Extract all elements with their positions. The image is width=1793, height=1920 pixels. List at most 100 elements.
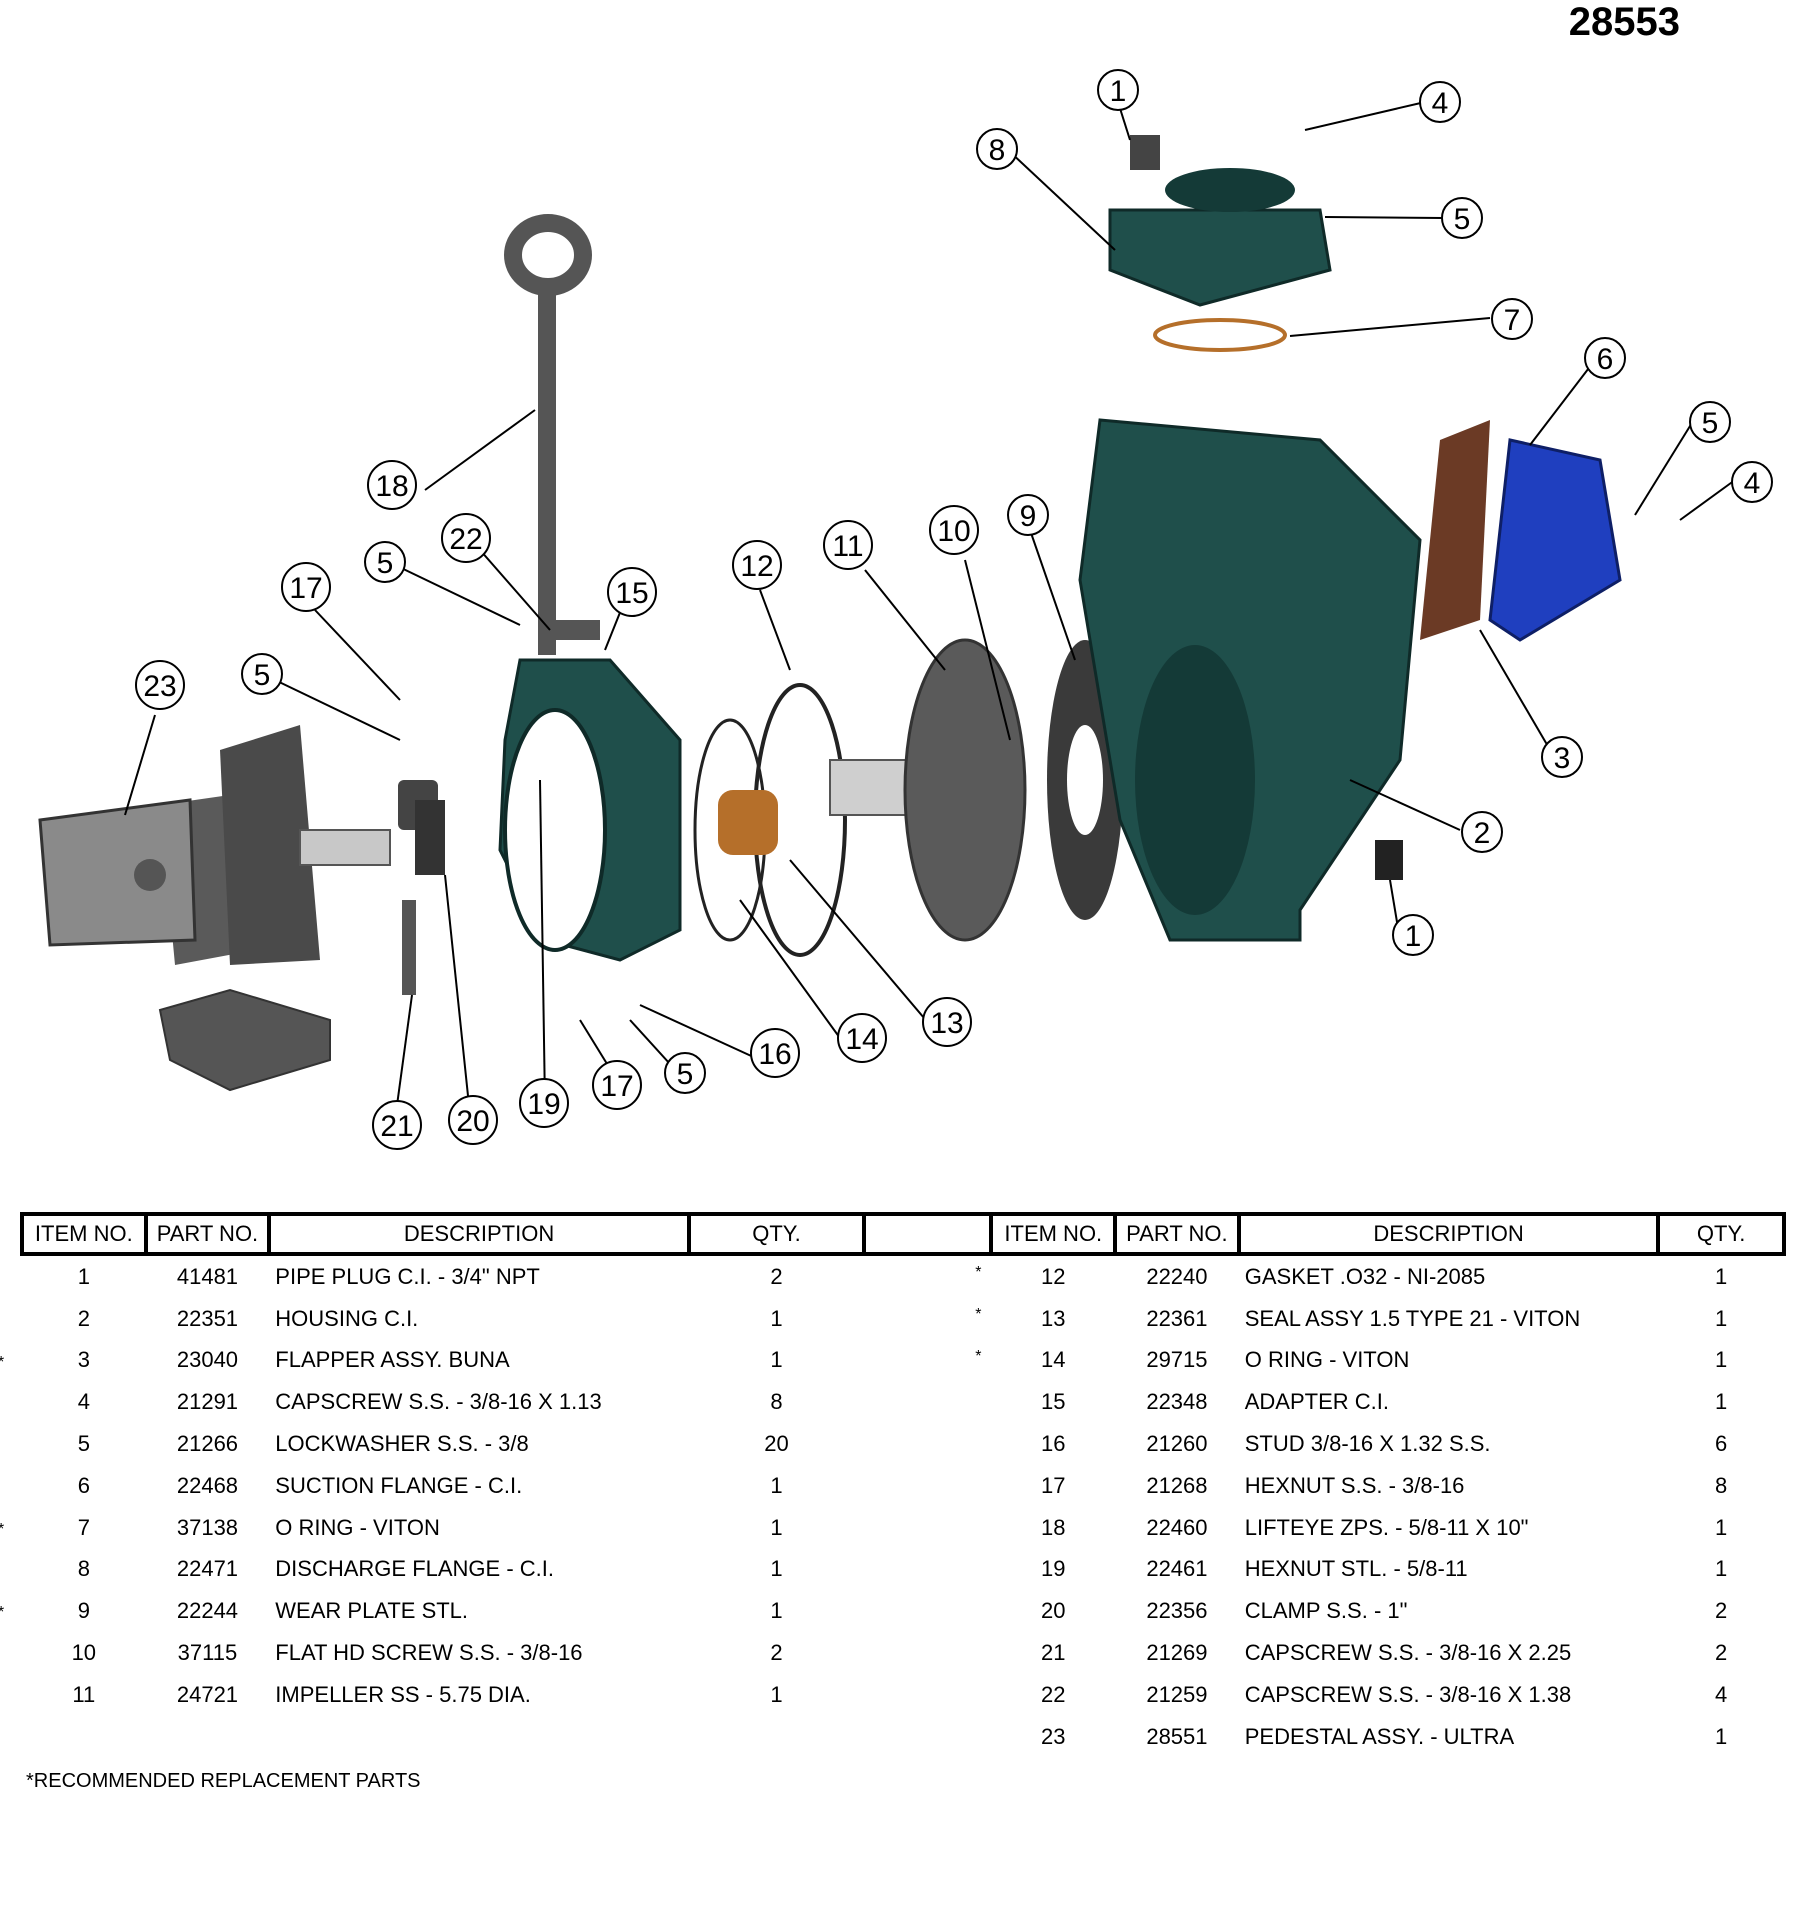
spacer-cell — [864, 1716, 991, 1758]
qty-cell: 2 — [1715, 1598, 1728, 1624]
svg-text:1: 1 — [1405, 920, 1422, 953]
svg-text:5: 5 — [1454, 203, 1471, 236]
part-no-cell: 21260 — [1146, 1431, 1208, 1457]
callout-5-b: 5 — [1689, 401, 1731, 443]
svg-text:11: 11 — [832, 530, 863, 563]
qty-cell: 20 — [764, 1431, 789, 1457]
item-no-cell: 15 — [1041, 1389, 1066, 1415]
item-no: 6 — [77, 1472, 90, 1498]
svg-text:3: 3 — [1554, 742, 1571, 775]
part-no-cell: 29715 — [1146, 1347, 1208, 1373]
table-header-row: ITEM NO. PART NO. DESCRIPTION QTY. ITEM … — [20, 1212, 1786, 1256]
part-no-cell: 24721 — [176, 1681, 239, 1707]
svg-text:4: 4 — [1432, 87, 1449, 120]
item-no: 2 — [77, 1305, 90, 1331]
item-no: 5 — [77, 1431, 90, 1457]
item-no-cell: 10 — [22, 1632, 146, 1674]
svg-text:17: 17 — [600, 1070, 633, 1103]
item-no: 7 — [77, 1514, 90, 1540]
part-no-cell: 28551 — [1146, 1723, 1208, 1749]
capscrew — [402, 900, 416, 995]
qty-cell: 2 — [770, 1263, 783, 1289]
qty-cell — [689, 1716, 864, 1758]
description-cell: PEDESTAL ASSY. - ULTRA — [1244, 1723, 1515, 1749]
lifteye — [504, 214, 592, 655]
header-spacer — [862, 1212, 994, 1256]
part-no-cell: 21266 — [176, 1431, 239, 1457]
svg-text:1: 1 — [1110, 75, 1127, 108]
item-no-cell: 18 — [1041, 1514, 1066, 1540]
svg-text:12: 12 — [740, 550, 773, 583]
svg-text:6: 6 — [1597, 343, 1614, 376]
svg-text:5: 5 — [677, 1058, 694, 1091]
pedestal-assembly — [38, 725, 391, 1092]
callout-19: 19 — [519, 1078, 569, 1128]
description-cell: IMPELLER SS - 5.75 DIA. — [275, 1681, 531, 1707]
item-no: 4 — [77, 1389, 90, 1415]
suction-flange — [1420, 420, 1622, 642]
replacement-star: * — [975, 1347, 982, 1365]
item-no: 11 — [72, 1681, 96, 1707]
svg-text:15: 15 — [615, 577, 648, 610]
svg-text:4: 4 — [1744, 467, 1761, 500]
part-no-cell: 22240 — [1146, 1263, 1208, 1289]
item-no-cell: 5 — [22, 1423, 146, 1465]
svg-text:8: 8 — [989, 134, 1006, 167]
item-no-cell: 23 — [1041, 1723, 1066, 1749]
description-cell: FLAT HD SCREW S.S. - 3/8-16 — [275, 1640, 583, 1666]
description-cell: CLAMP S.S. - 1" — [1244, 1598, 1408, 1624]
impeller — [829, 638, 1027, 942]
item-no-cell: 1 — [22, 1254, 146, 1298]
qty-cell: 1 — [770, 1514, 783, 1540]
part-no-cell: 22361 — [1146, 1305, 1208, 1331]
qty-cell: 1 — [770, 1598, 783, 1624]
callout-10: 10 — [929, 505, 979, 555]
pipe-plug — [1375, 840, 1403, 880]
description-cell: HEXNUT S.S. - 3/8-16 — [1244, 1472, 1465, 1498]
callout-13: 13 — [922, 997, 972, 1047]
qty-cell: 6 — [1715, 1431, 1728, 1457]
qty-cell: 1 — [770, 1305, 783, 1331]
description-cell: HEXNUT STL. - 5/8-11 — [1244, 1556, 1468, 1582]
item-no-cell: 13 — [1041, 1305, 1066, 1331]
header-description-right: DESCRIPTION — [1236, 1212, 1661, 1256]
item-no-cell: *9 — [0, 1590, 146, 1632]
header-item-no-right: ITEM NO. — [989, 1212, 1118, 1256]
description-cell: STUD 3/8-16 X 1.32 S.S. — [1244, 1431, 1491, 1457]
qty-cell: 1 — [1715, 1263, 1728, 1289]
spacer-cell — [864, 1674, 991, 1716]
qty-cell: 2 — [1715, 1640, 1728, 1666]
part-no-cell: 41481 — [176, 1263, 239, 1289]
description-cell: SUCTION FLANGE - C.I. — [275, 1472, 523, 1498]
description-cell: CAPSCREW S.S. - 3/8-16 X 2.25 — [1244, 1640, 1572, 1666]
part-no-cell: 22461 — [1146, 1556, 1208, 1582]
callouts: 1 2 3 4 4 5 5 5 5 5 6 7 8 9 10 11 12 13 … — [135, 69, 1773, 1150]
part-no-cell: 21268 — [1146, 1472, 1208, 1498]
housing — [1078, 418, 1422, 942]
qty-cell: 8 — [1715, 1472, 1728, 1498]
seal-assembly — [718, 790, 778, 855]
svg-text:14: 14 — [845, 1023, 878, 1056]
item-no-cell: 20 — [1041, 1598, 1066, 1624]
svg-text:23: 23 — [143, 670, 176, 703]
part-no-cell: 22356 — [1146, 1598, 1208, 1624]
callout-9: 9 — [1007, 494, 1049, 536]
description-cell: WEAR PLATE STL. — [275, 1598, 469, 1624]
spacer-cell: * — [864, 1254, 991, 1298]
svg-text:5: 5 — [254, 659, 271, 692]
replacement-star: * — [0, 1521, 4, 1539]
item-no-cell: 12 — [1041, 1263, 1066, 1289]
leader-lines — [124, 101, 1736, 1121]
item-no: 3 — [77, 1347, 90, 1373]
qty-cell: 1 — [1715, 1305, 1728, 1331]
pipe-plug — [1130, 135, 1160, 170]
description-cell: GASKET .O32 - NI-2085 — [1244, 1263, 1486, 1289]
callout-21: 21 — [372, 1100, 422, 1150]
part-no-cell: 22351 — [176, 1305, 239, 1331]
qty-cell: 1 — [770, 1347, 783, 1373]
spacer-cell — [864, 1549, 991, 1591]
qty-cell: 1 — [1715, 1347, 1728, 1373]
